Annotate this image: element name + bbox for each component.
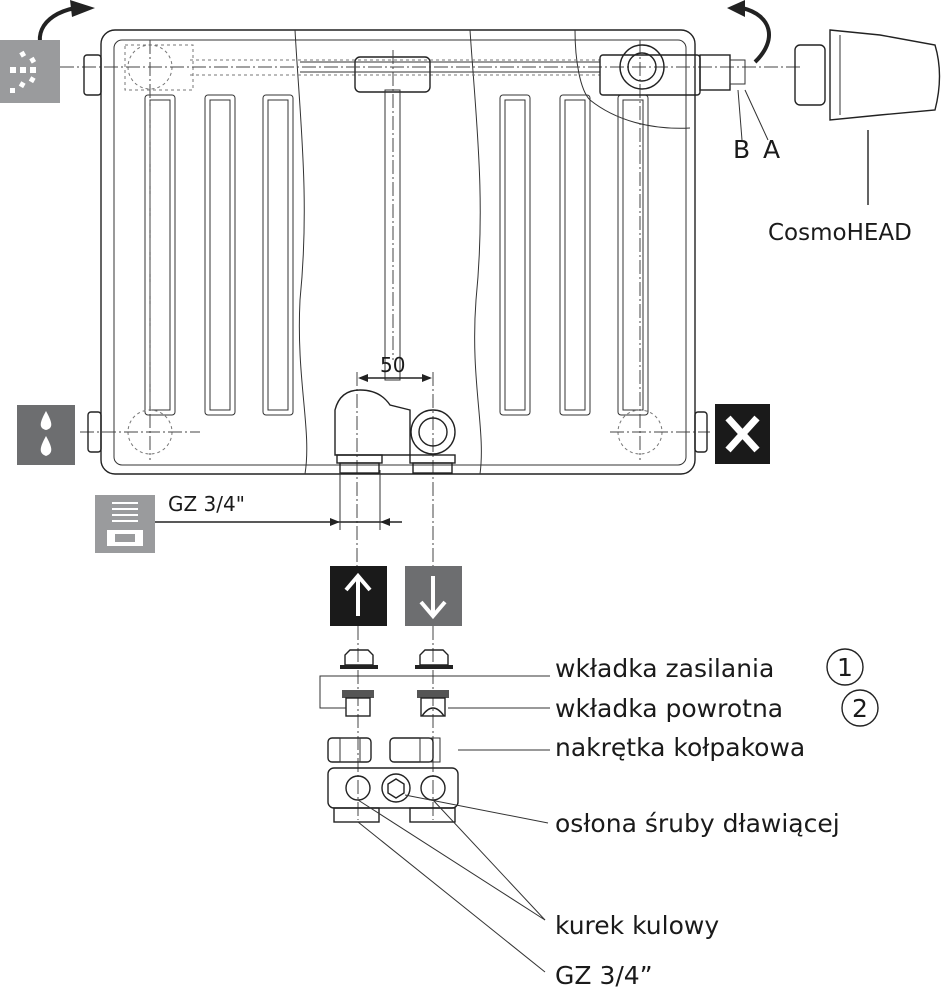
- number-circle-2: [841, 689, 879, 727]
- radiator-body: [60, 29, 800, 475]
- return-insert-label: wkładka powrotna: [555, 694, 783, 723]
- ball-valve-label: kurek kulowy: [555, 911, 719, 940]
- supply-insert-label: wkładka zasilania: [555, 654, 774, 683]
- cosmohead-label: CosmoHEAD: [768, 220, 912, 246]
- drain-drops-icon: [17, 405, 75, 465]
- spacing-label: 50: [380, 353, 405, 377]
- valve-label-b: B: [733, 135, 750, 164]
- bottom-connection: [334, 389, 456, 474]
- rotate-arrow-icon-right: [727, 0, 771, 64]
- cap-nut-label: nakrętka kołpakowa: [555, 733, 805, 762]
- valve-label-a: A: [763, 135, 780, 164]
- arrow-up-icon: [330, 566, 387, 626]
- closed-x-icon: [715, 404, 770, 464]
- thread-radiator-label: GZ 3/4": [168, 492, 245, 516]
- thread-valve-label: GZ 3/4”: [555, 961, 653, 990]
- thermostatic-valve: [599, 44, 769, 141]
- return-insert-number: 2: [852, 694, 868, 723]
- arrow-down-icon: [405, 566, 462, 626]
- number-circle-1: [826, 648, 864, 686]
- air-vent-icon: [0, 40, 60, 103]
- supply-insert-number: 1: [837, 653, 853, 682]
- thread-nipple-icon: [95, 495, 155, 553]
- gland-cover-label: osłona śruby dławiącej: [555, 809, 840, 838]
- cosmohead-thermostat: [794, 29, 941, 205]
- valve-components: [319, 626, 550, 973]
